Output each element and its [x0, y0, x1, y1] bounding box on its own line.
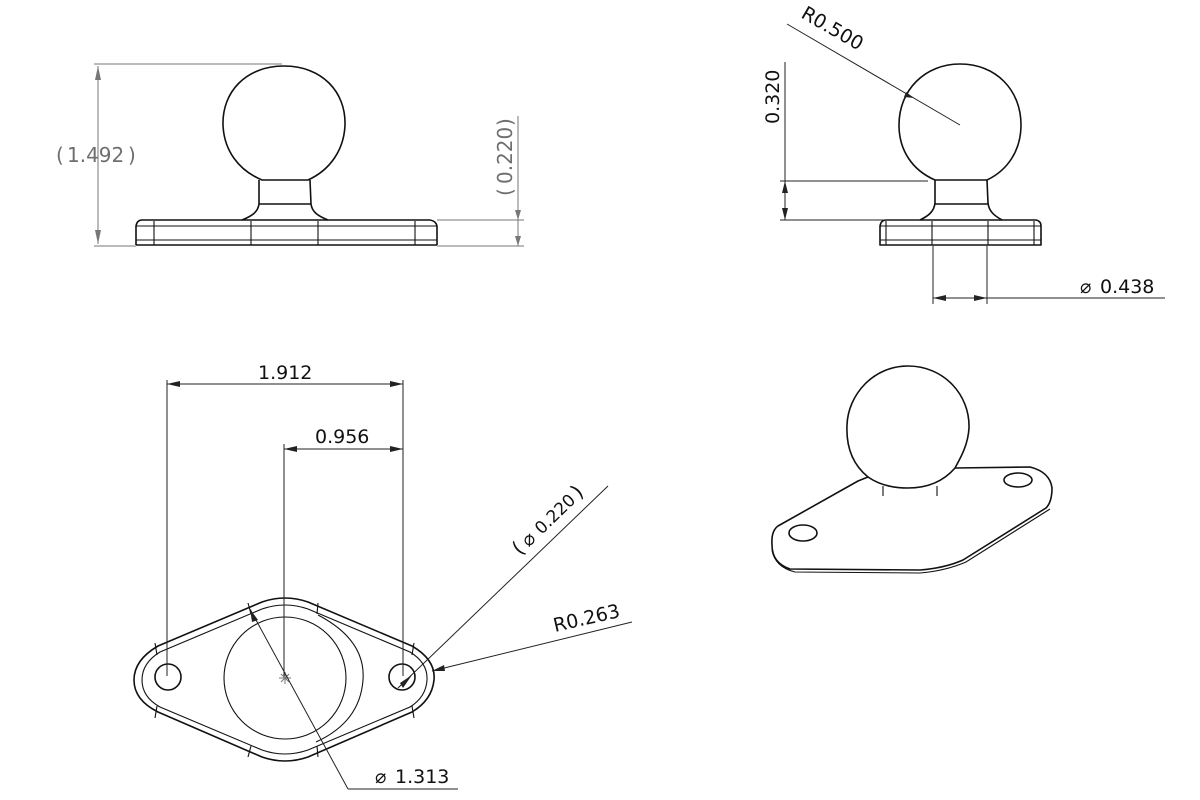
neck-outline	[919, 179, 1003, 221]
leader-line	[431, 621, 633, 672]
plate-inner-outline	[141, 604, 428, 755]
paren-close: )	[493, 118, 517, 126]
isometric-view	[771, 365, 1053, 574]
arrow-head	[167, 381, 180, 387]
edge-mark	[411, 705, 415, 719]
ball-diameter-dimension: 1.313	[395, 766, 449, 788]
ball-circle	[223, 616, 347, 740]
paren-open: (	[493, 188, 517, 196]
plate-outline	[771, 466, 1053, 571]
arrow-head	[400, 675, 412, 688]
center-to-hole-dimension: 0.956	[315, 426, 369, 448]
arrow-head	[250, 609, 258, 622]
base-outline	[135, 219, 438, 245]
arrow-head	[782, 181, 788, 193]
hole-spacing-dimension: 1.912	[258, 362, 312, 384]
diameter-symbol: ⌀	[1080, 276, 1091, 298]
center-mark-icon	[279, 672, 291, 684]
mounting-hole-right	[1003, 472, 1033, 488]
arrow-head	[390, 381, 403, 387]
mounting-hole-right	[388, 663, 416, 691]
edge-mark	[316, 602, 319, 615]
neck-outline	[241, 179, 329, 221]
arrow-head	[95, 230, 101, 244]
arrow-head	[515, 236, 521, 246]
leader-line	[397, 485, 609, 689]
mounting-hole-left	[788, 524, 818, 542]
arrow-head	[515, 210, 521, 220]
edge-mark	[154, 642, 158, 656]
arrow-head	[782, 208, 788, 220]
side-view: R0.500 0.320 ⌀ 0.438	[762, 2, 1165, 304]
arrow-head	[933, 295, 946, 301]
ball-shadow-arc	[315, 614, 364, 743]
corner-radius-dimension: R0.263	[551, 600, 622, 637]
paren-open: (	[56, 143, 64, 167]
leader-line	[249, 608, 349, 790]
front-view: ( 1.492 ) ( 0.220 )	[56, 63, 524, 247]
diameter-symbol: ⌀	[375, 766, 386, 788]
ball-radius-dimension: R0.500	[798, 2, 868, 55]
ball-outline	[222, 65, 346, 181]
arrow-head	[390, 446, 403, 452]
arrow-head	[432, 665, 445, 671]
arrow-head	[95, 66, 101, 80]
overall-height-dimension: 1.492	[67, 143, 124, 167]
paren-close: )	[128, 143, 136, 167]
plate-thickness-edge	[771, 508, 1051, 574]
plate-outline	[133, 597, 435, 762]
arrow-head	[284, 446, 297, 452]
ball-outline	[898, 63, 1022, 181]
hole-diameter-dimension: 0.220	[531, 491, 580, 539]
edge-mark	[154, 705, 158, 719]
base-thickness-dimension: 0.220	[493, 127, 517, 184]
leader-line	[786, 23, 961, 126]
edge-mark	[411, 642, 415, 656]
arrow-head	[904, 92, 914, 98]
top-view: 1.912 0.956 ( ⌀ 0.220 ) R0.263 ⌀ 1.313	[133, 362, 633, 790]
ball-outline	[846, 365, 970, 489]
mounting-hole-left	[154, 663, 182, 691]
edge-mark	[316, 745, 319, 758]
edge-mark	[247, 745, 252, 758]
neck-height-dimension: 0.320	[762, 70, 784, 124]
neck-diameter-dimension: 0.438	[1100, 276, 1154, 298]
arrow-head	[974, 295, 987, 301]
base-outline	[879, 219, 1042, 246]
